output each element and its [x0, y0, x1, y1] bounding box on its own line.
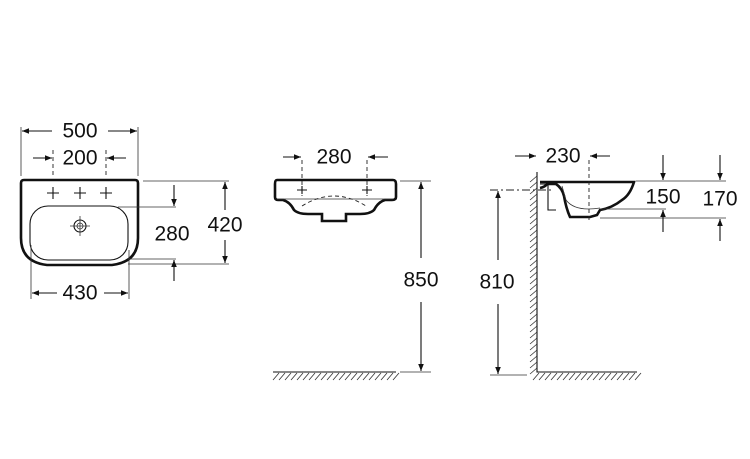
hatch-line: [314, 372, 322, 381]
hatch-line: [529, 361, 538, 369]
dim-810: 810: [479, 271, 514, 294]
basin-front-outline: [273, 178, 398, 223]
hatch-line: [529, 265, 538, 273]
hatch-line: [344, 372, 352, 381]
hatch-line: [529, 193, 538, 201]
hatch-line: [374, 372, 382, 381]
hatch-line: [529, 325, 538, 333]
hatch-line: [586, 372, 594, 381]
hatch-line: [592, 372, 600, 381]
hatch-line: [529, 223, 538, 231]
hatch-line: [529, 211, 538, 219]
hatch-line: [529, 343, 538, 351]
hatch-line: [529, 289, 538, 297]
hatch-line: [380, 372, 388, 381]
hatch-line: [529, 319, 538, 327]
hatch-line: [529, 241, 538, 249]
hatch-line: [544, 372, 552, 381]
side-view: 230 810 150 170: [479, 145, 738, 381]
wall-hatch: [529, 175, 538, 375]
hatch-line: [529, 307, 538, 315]
hatch-line: [362, 372, 370, 381]
hatch-line: [529, 217, 538, 225]
hatch-line: [326, 372, 334, 381]
hatch-line: [610, 372, 618, 381]
tap-hole-icon: [297, 186, 372, 194]
hatch-line: [308, 372, 316, 381]
dim-230: 230: [545, 145, 580, 168]
hatch-line: [278, 372, 286, 381]
floor-hatch: [532, 372, 642, 381]
hatch-line: [529, 259, 538, 267]
hatch-line: [529, 247, 538, 255]
hatch-line: [529, 355, 538, 363]
hatch-line: [356, 372, 364, 381]
hatch-line: [529, 295, 538, 303]
hatch-line: [332, 372, 340, 381]
hatch-line: [338, 372, 346, 381]
dim-200: 200: [62, 147, 97, 170]
dim-280-front: 280: [316, 146, 351, 169]
hatch-line: [320, 372, 328, 381]
dim-430: 430: [62, 282, 97, 305]
basin-outline: [19, 178, 140, 267]
hatch-line: [386, 372, 394, 381]
bowl-outline: [29, 205, 129, 261]
floor-hatch: [272, 372, 400, 381]
hatch-line: [550, 372, 558, 381]
hatch-line: [634, 372, 642, 381]
hatch-line: [529, 313, 538, 321]
hatch-line: [529, 229, 538, 237]
hatch-line: [529, 181, 538, 189]
hatch-line: [368, 372, 376, 381]
hatch-line: [529, 253, 538, 261]
dim-850: 850: [403, 269, 438, 292]
hatch-line: [350, 372, 358, 381]
hatch-line: [574, 372, 582, 381]
hatch-line: [529, 283, 538, 291]
hatch-line: [296, 372, 304, 381]
hatch-line: [604, 372, 612, 381]
hatch-line: [272, 372, 280, 381]
hatch-line: [529, 331, 538, 339]
hatch-line: [562, 372, 570, 381]
hatch-line: [529, 277, 538, 285]
dim-500: 500: [62, 120, 97, 143]
hatch-line: [290, 372, 298, 381]
dim-420: 420: [207, 214, 242, 237]
tap-hole-icon: [47, 187, 112, 199]
hatch-line: [532, 372, 540, 381]
hatch-line: [529, 349, 538, 357]
hatch-line: [529, 187, 538, 195]
hatch-line: [529, 235, 538, 243]
hatch-line: [284, 372, 292, 381]
top-view: 500 200 420 280 430: [19, 120, 243, 305]
dim-170: 170: [702, 188, 737, 211]
hatch-line: [392, 372, 400, 381]
hatch-line: [556, 372, 564, 381]
hatch-line: [538, 372, 546, 381]
hatch-line: [529, 337, 538, 345]
basin-side-outline: [539, 180, 636, 219]
hatch-line: [529, 199, 538, 207]
hatch-line: [529, 205, 538, 213]
hatch-line: [622, 372, 630, 381]
hatch-line: [628, 372, 636, 381]
dim-280-top: 280: [154, 223, 189, 246]
hatch-line: [302, 372, 310, 381]
hatch-line: [529, 271, 538, 279]
hatch-line: [598, 372, 606, 381]
hatch-line: [616, 372, 624, 381]
front-view: 280 850: [272, 146, 439, 381]
hatch-line: [580, 372, 588, 381]
hatch-line: [529, 175, 538, 183]
hatch-line: [568, 372, 576, 381]
wall-and-floor: [536, 172, 637, 373]
dim-150: 150: [645, 186, 680, 209]
hatch-line: [529, 301, 538, 309]
hatch-line: [529, 367, 538, 375]
drain-icon: [70, 216, 90, 236]
